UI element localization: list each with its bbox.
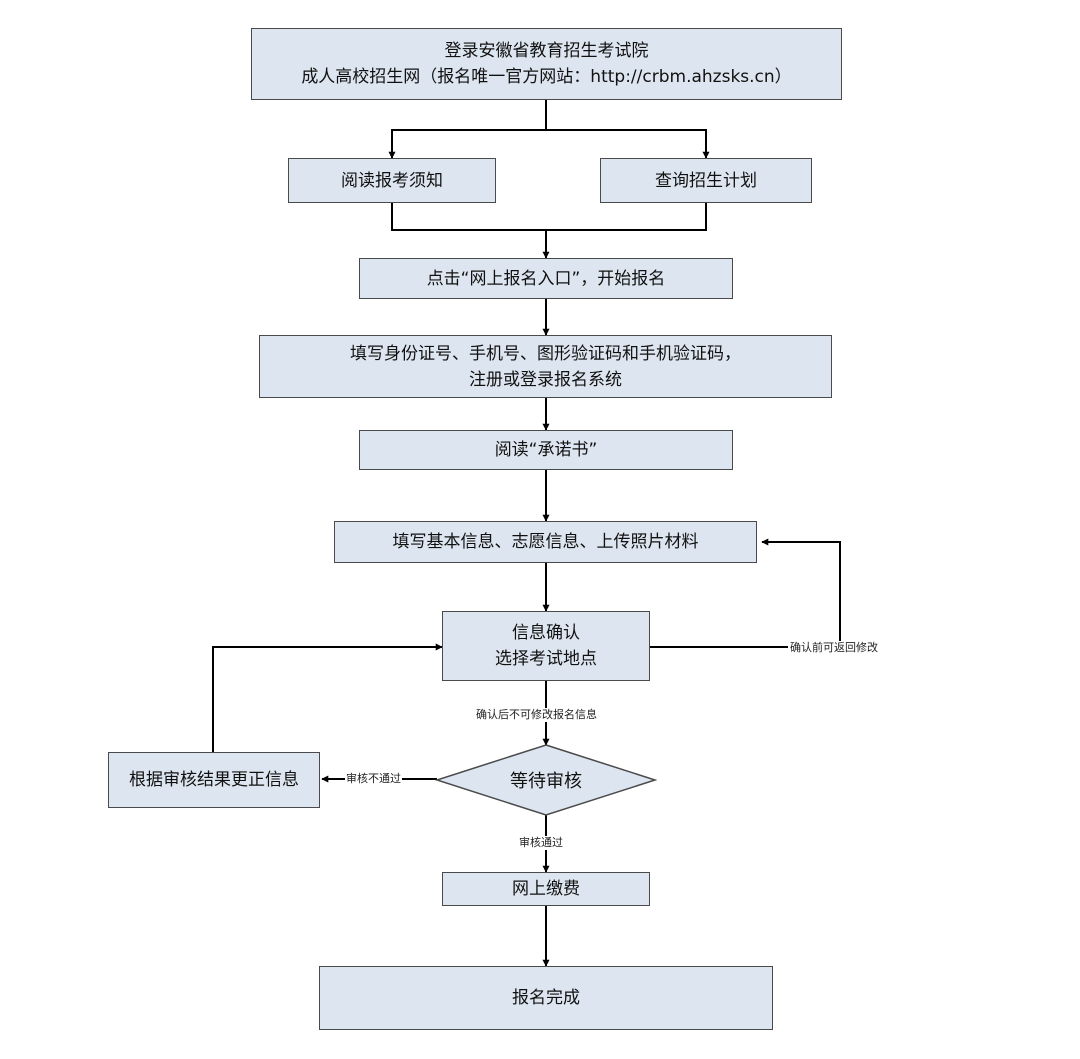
fill-id-line1: 填写身份证号、手机号、图形验证码和手机验证码，	[350, 343, 741, 364]
read-notice-label: 阅读报考须知	[341, 170, 443, 191]
pay-label: 网上缴费	[512, 879, 580, 899]
done-node: 报名完成	[319, 966, 773, 1030]
fill-id-line2: 注册或登录报名系统	[469, 369, 622, 390]
done-label: 报名完成	[512, 988, 580, 1008]
click-entry-node: 点击“网上报名入口”，开始报名	[359, 258, 733, 299]
correct-info-label: 根据审核结果更正信息	[129, 770, 299, 790]
confirm-line1: 信息确认	[512, 623, 580, 643]
edge-label-review-fail: 审核不通过	[345, 772, 402, 786]
wait-review-label: 等待审核	[510, 771, 582, 792]
edge-label-back-to-edit: 确认前可返回修改	[788, 641, 880, 655]
fill-id-node: 填写身份证号、手机号、图形验证码和手机验证码， 注册或登录报名系统	[259, 335, 832, 398]
confirm-node: 信息确认 选择考试地点	[442, 611, 650, 681]
login-line1: 登录安徽省教育招生考试院	[444, 41, 649, 61]
read-promise-label: 阅读“承诺书”	[494, 440, 598, 460]
edge-login-split-right	[546, 129, 710, 159]
query-plan-node: 查询招生计划	[600, 158, 812, 203]
edge-correct-loop	[212, 643, 443, 752]
login-line2: 成人高校招生网（报名唯一官方网站：http://crbm.ahzsks.cn）	[301, 67, 792, 87]
read-notice-node: 阅读报考须知	[288, 158, 496, 203]
wait-review-diamond	[434, 744, 658, 816]
read-promise-node: 阅读“承诺书”	[359, 430, 733, 470]
fill-info-label: 填写基本信息、志愿信息、上传照片材料	[392, 532, 699, 552]
query-plan-label: 查询招生计划	[655, 170, 757, 191]
click-entry-label: 点击“网上报名入口”，开始报名	[426, 268, 666, 289]
pay-node: 网上缴费	[442, 872, 650, 906]
edge-merge	[391, 203, 707, 231]
confirm-line2: 选择考试地点	[495, 649, 597, 669]
login-node: 登录安徽省教育招生考试院 成人高校招生网（报名唯一官方网站：http://crb…	[251, 28, 842, 100]
edge-back-to-edit	[650, 538, 841, 648]
edge-label-review-pass: 审核通过	[519, 836, 563, 850]
edge-label-no-edit-after: 确认后不可修改报名信息	[476, 708, 597, 722]
fill-info-node: 填写基本信息、志愿信息、上传照片材料	[334, 521, 757, 563]
edge-login-split	[388, 100, 547, 159]
correct-info-node: 根据审核结果更正信息	[108, 752, 320, 808]
